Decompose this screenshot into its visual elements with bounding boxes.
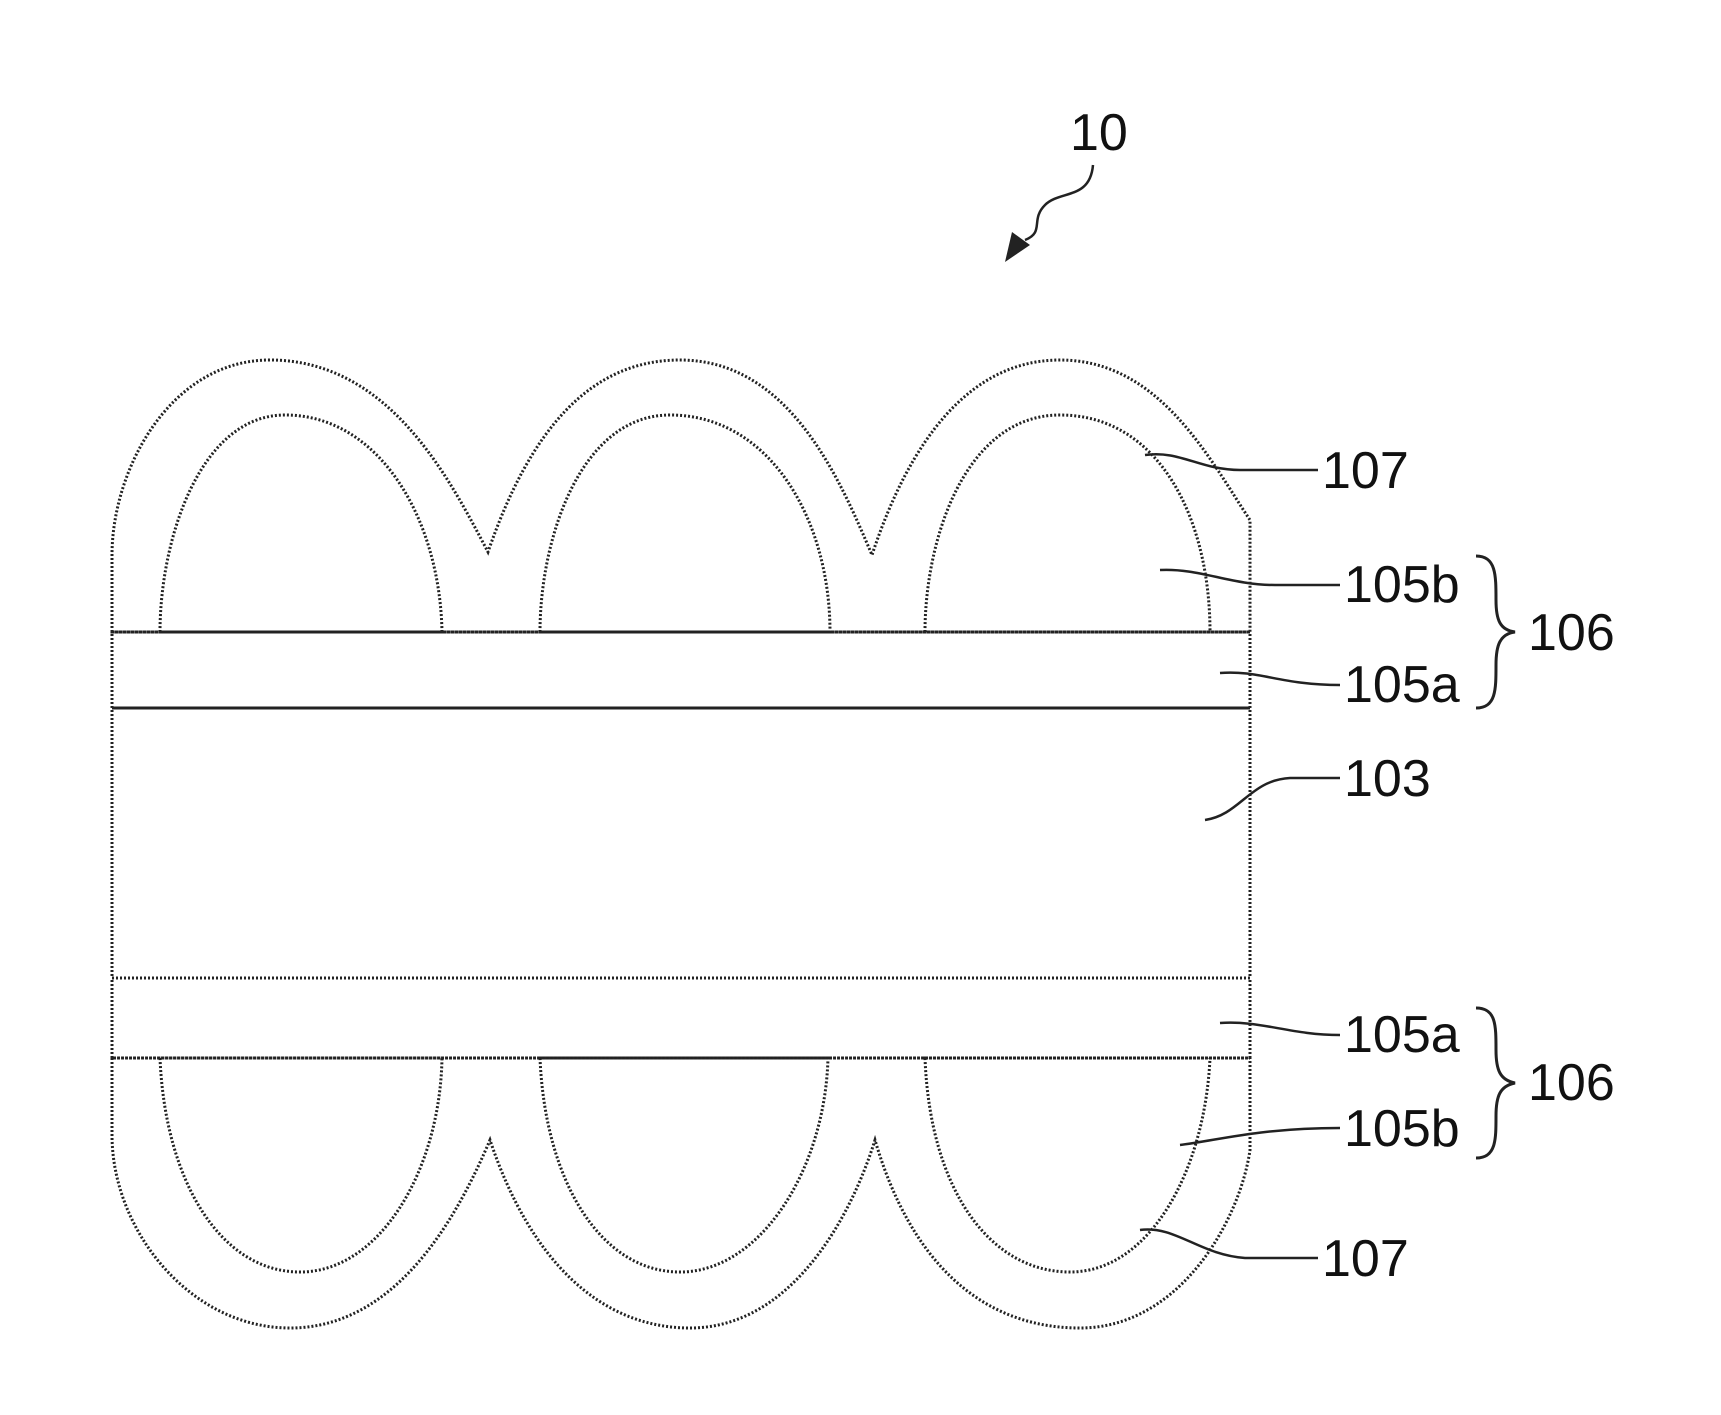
label-bottom-105a: 105a xyxy=(1344,1006,1460,1064)
label-core-103: 103 xyxy=(1344,750,1431,808)
top-lump-105b-1 xyxy=(160,415,442,632)
leader-bottom-107 xyxy=(1140,1229,1318,1258)
bottom-lump-105b-3 xyxy=(925,1058,1210,1272)
label-bottom-106: 106 xyxy=(1528,1054,1615,1112)
main-ref-arrowhead xyxy=(1005,232,1030,262)
label-bottom-105b: 105b xyxy=(1344,1100,1460,1158)
brace-bottom-106 xyxy=(1476,1008,1515,1158)
bottom-lump-105b-2 xyxy=(540,1058,828,1272)
leader-top-105a xyxy=(1220,673,1340,685)
leader-bottom-105a xyxy=(1220,1023,1340,1035)
top-lump-105b-2 xyxy=(540,415,830,632)
top-layer-105a xyxy=(112,632,1250,708)
label-bottom-107: 107 xyxy=(1322,1230,1409,1288)
label-top-106: 106 xyxy=(1528,604,1615,662)
bottom-layer-105a xyxy=(112,978,1250,1058)
leader-top-107 xyxy=(1145,454,1318,470)
brace-top-106 xyxy=(1476,556,1515,708)
label-top-107: 107 xyxy=(1322,442,1409,500)
bottom-lump-105b-1 xyxy=(160,1058,442,1272)
label-top-105a: 105a xyxy=(1344,656,1460,714)
leader-bottom-105b xyxy=(1180,1128,1340,1145)
main-ref-arrow xyxy=(1025,165,1093,240)
leader-core-103 xyxy=(1205,778,1340,820)
top-lump-105b-3 xyxy=(925,415,1210,632)
label-top-105b: 105b xyxy=(1344,556,1460,614)
leader-top-105b xyxy=(1160,570,1340,585)
main-ref-label: 10 xyxy=(1070,104,1128,162)
core-103 xyxy=(112,708,1250,978)
bottom-coating-107 xyxy=(112,1058,1250,1328)
top-coating-107 xyxy=(112,360,1250,632)
